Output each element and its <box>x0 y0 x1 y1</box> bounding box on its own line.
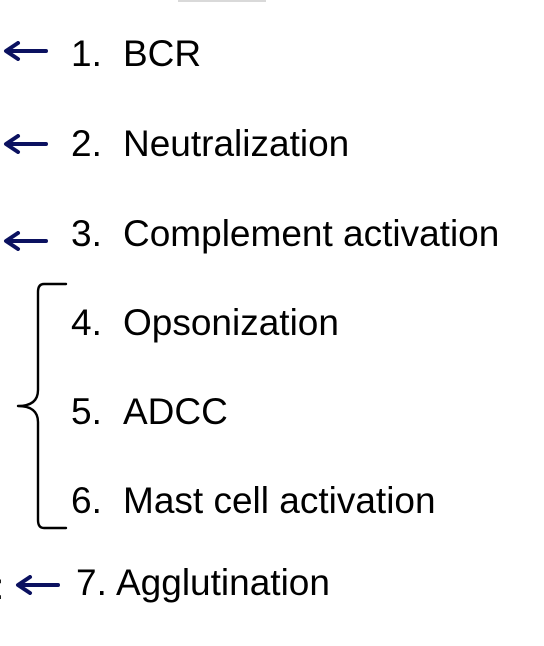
left-arrow-icon <box>4 231 48 251</box>
list-label: Mast cell activation <box>123 480 436 521</box>
list-number: 5. <box>71 391 102 432</box>
left-arrow-icon <box>4 134 48 154</box>
list-number: 4. <box>71 302 102 343</box>
list-label: Opsonization <box>123 302 339 343</box>
list-number: 6. <box>71 480 102 521</box>
list-label: Neutralization <box>123 123 350 164</box>
left-arrow-icon <box>4 41 48 61</box>
list-label: ADCC <box>123 391 228 432</box>
top-rule <box>178 0 266 2</box>
list-number: 7. <box>76 562 107 603</box>
list-label: BCR <box>123 33 202 74</box>
cut-off-left-text: : <box>0 563 4 611</box>
list-label: Complement activation <box>123 213 500 254</box>
left-curly-brace-icon <box>16 282 68 530</box>
left-arrow-icon <box>16 575 60 595</box>
list-number: 2. <box>71 123 102 164</box>
list-label: Agglutination <box>116 562 330 603</box>
list-number: 3. <box>71 213 102 254</box>
list-number: 1. <box>71 33 102 74</box>
